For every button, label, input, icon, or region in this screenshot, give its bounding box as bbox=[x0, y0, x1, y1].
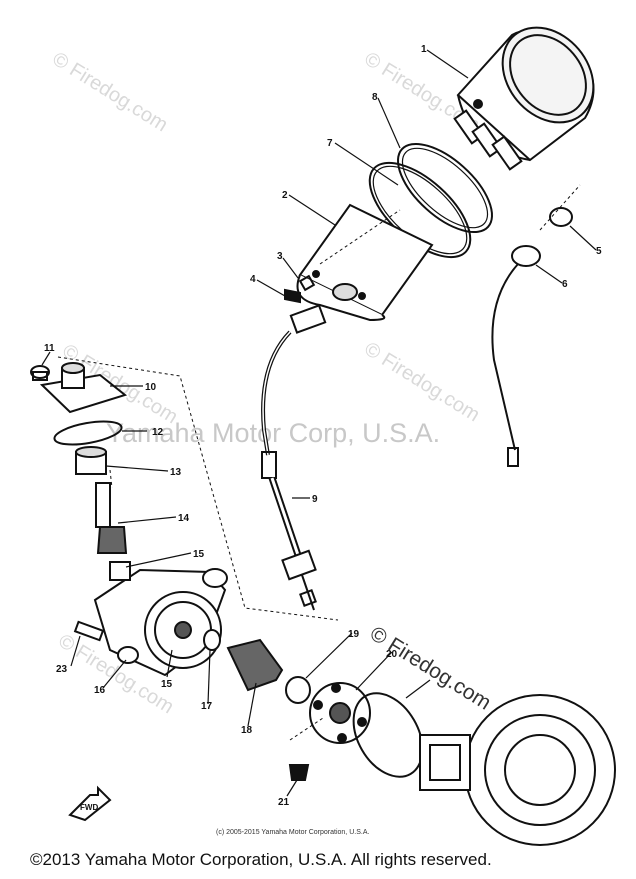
part-number-15: 15 bbox=[193, 549, 205, 560]
part-number-4: 4 bbox=[250, 274, 256, 285]
cover-plate-10 bbox=[39, 362, 128, 414]
forward-arrow-icon: FWD bbox=[68, 785, 112, 822]
small-copyright: (c) 2005-2015 Yamaha Motor Corporation, … bbox=[216, 829, 370, 836]
gasket-12 bbox=[53, 420, 123, 446]
drive-gear-14 bbox=[95, 482, 128, 554]
gasket-ring-8 bbox=[397, 142, 493, 234]
part-number-1: 1 bbox=[421, 44, 427, 55]
part-number-9: 9 bbox=[312, 494, 318, 505]
worm-gear-18 bbox=[226, 638, 284, 692]
retainer-plate-20 bbox=[309, 682, 371, 744]
part-number-21: 21 bbox=[278, 797, 290, 808]
part-number-13: 13 bbox=[170, 467, 182, 478]
socket-wire-6 bbox=[491, 245, 541, 467]
meter-body bbox=[296, 203, 434, 322]
part-number-8: 8 bbox=[372, 92, 378, 103]
part-number-12: 12 bbox=[152, 427, 164, 438]
screw-21 bbox=[288, 764, 310, 781]
part-number-3: 3 bbox=[277, 251, 283, 262]
part-number-14: 14 bbox=[178, 513, 190, 524]
part-number-6: 6 bbox=[562, 279, 568, 290]
bolt-11 bbox=[30, 365, 50, 381]
main-copyright: ©2013 Yamaha Motor Corporation, U.S.A. A… bbox=[30, 850, 492, 869]
bolt-4 bbox=[284, 288, 301, 304]
screw-3 bbox=[298, 274, 316, 292]
engine-cover bbox=[419, 694, 616, 846]
o-ring bbox=[352, 692, 424, 778]
speedometer-housing bbox=[453, 26, 595, 171]
part-number-23: 23 bbox=[56, 664, 68, 675]
part-number-20: 20 bbox=[386, 649, 398, 660]
speedometer-cable bbox=[261, 304, 327, 611]
part-number-16: 16 bbox=[94, 685, 106, 696]
bushing-15 bbox=[109, 561, 131, 581]
washer-17 bbox=[203, 629, 221, 651]
fwd-label: FWD bbox=[80, 803, 98, 812]
bushing-13 bbox=[75, 446, 107, 475]
bulb-5 bbox=[549, 207, 573, 227]
part-number-19: 19 bbox=[348, 629, 360, 640]
part-number-10: 10 bbox=[145, 382, 157, 393]
watermark-yamaha: Yamaha Motor Corp, U.S.A. bbox=[106, 418, 441, 448]
part-number-18: 18 bbox=[241, 725, 253, 736]
part-number-15-lower: 15 bbox=[161, 679, 173, 690]
part-number-5: 5 bbox=[596, 246, 602, 257]
part-number-11: 11 bbox=[44, 343, 55, 354]
bolt-23 bbox=[73, 620, 105, 642]
seal-19 bbox=[285, 676, 311, 704]
part-number-17: 17 bbox=[201, 701, 213, 712]
gear-housing-16 bbox=[93, 568, 228, 677]
part-number-7: 7 bbox=[327, 138, 333, 149]
part-number-2: 2 bbox=[282, 190, 288, 201]
